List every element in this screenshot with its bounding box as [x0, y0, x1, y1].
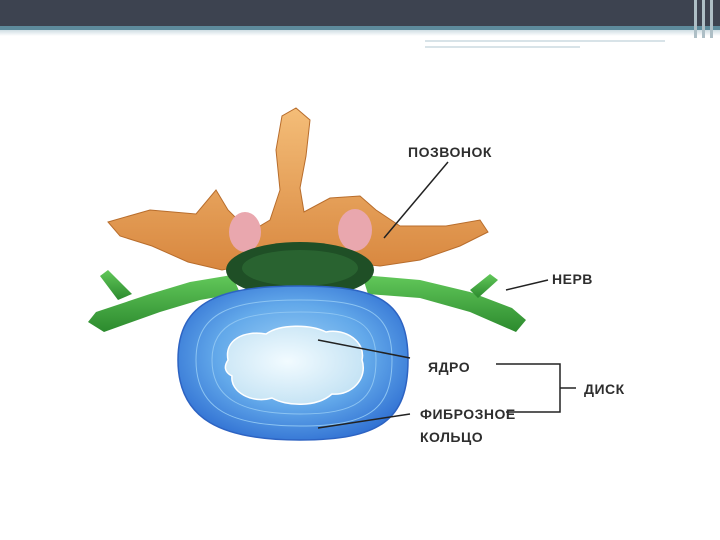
- nucleus-pulposus: [225, 326, 363, 404]
- label-nerve: НЕРВ: [552, 271, 593, 287]
- facet-joint-left: [229, 212, 261, 252]
- label-vertebra: ПОЗВОНОК: [408, 144, 492, 160]
- label-nucleus: ЯДРО: [428, 359, 470, 375]
- spinal-cord-highlight: [242, 250, 358, 286]
- label-annulus-line2: КОЛЬЦО: [420, 429, 483, 445]
- leader-nerve: [506, 280, 548, 290]
- facet-joint-right: [338, 209, 372, 251]
- disc-bracket: [496, 364, 560, 412]
- label-disc: ДИСК: [584, 381, 625, 397]
- label-annulus-line1: ФИБРОЗНОЕ: [420, 406, 516, 422]
